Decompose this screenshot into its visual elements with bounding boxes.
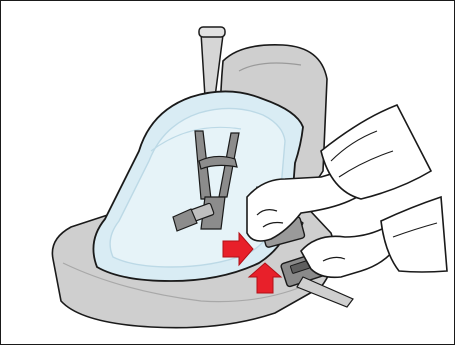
illustration-frame	[0, 0, 455, 345]
child-seat-illustration	[1, 1, 455, 346]
